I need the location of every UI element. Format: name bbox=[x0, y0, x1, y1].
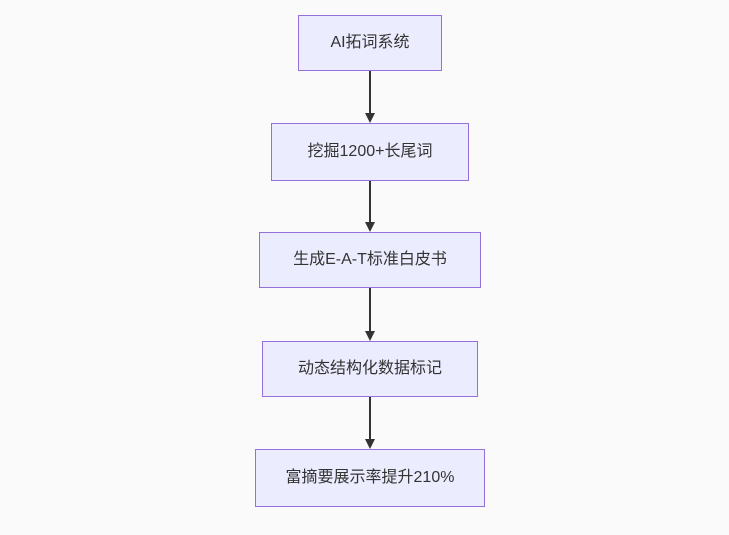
arrowhead-down-icon bbox=[365, 331, 375, 341]
flow-node-eat-whitepaper: 生成E-A-T标准白皮书 bbox=[259, 232, 481, 288]
flow-edge-2 bbox=[365, 181, 375, 232]
flow-edge-1 bbox=[365, 71, 375, 123]
node-label: 挖掘1200+长尾词 bbox=[307, 143, 433, 161]
flow-node-longtail-mining: 挖掘1200+长尾词 bbox=[271, 123, 469, 181]
flow-edge-4 bbox=[365, 397, 375, 449]
node-label: 生成E-A-T标准白皮书 bbox=[293, 251, 447, 269]
arrowhead-down-icon bbox=[365, 222, 375, 232]
flow-node-structured-data-markup: 动态结构化数据标记 bbox=[262, 341, 478, 397]
node-label: 动态结构化数据标记 bbox=[297, 360, 442, 378]
arrowhead-down-icon bbox=[365, 439, 375, 449]
flow-edge-3 bbox=[365, 288, 375, 341]
flow-node-ai-keyword-system: AI拓词系统 bbox=[298, 15, 442, 71]
node-label: 富摘要展示率提升210% bbox=[285, 469, 455, 487]
edge-line bbox=[369, 181, 371, 223]
node-label: AI拓词系统 bbox=[330, 34, 410, 52]
edge-line bbox=[369, 71, 371, 114]
edge-line bbox=[369, 288, 371, 332]
edge-line bbox=[369, 397, 371, 440]
flow-node-rich-snippet-rate: 富摘要展示率提升210% bbox=[255, 449, 485, 507]
arrowhead-down-icon bbox=[365, 113, 375, 123]
